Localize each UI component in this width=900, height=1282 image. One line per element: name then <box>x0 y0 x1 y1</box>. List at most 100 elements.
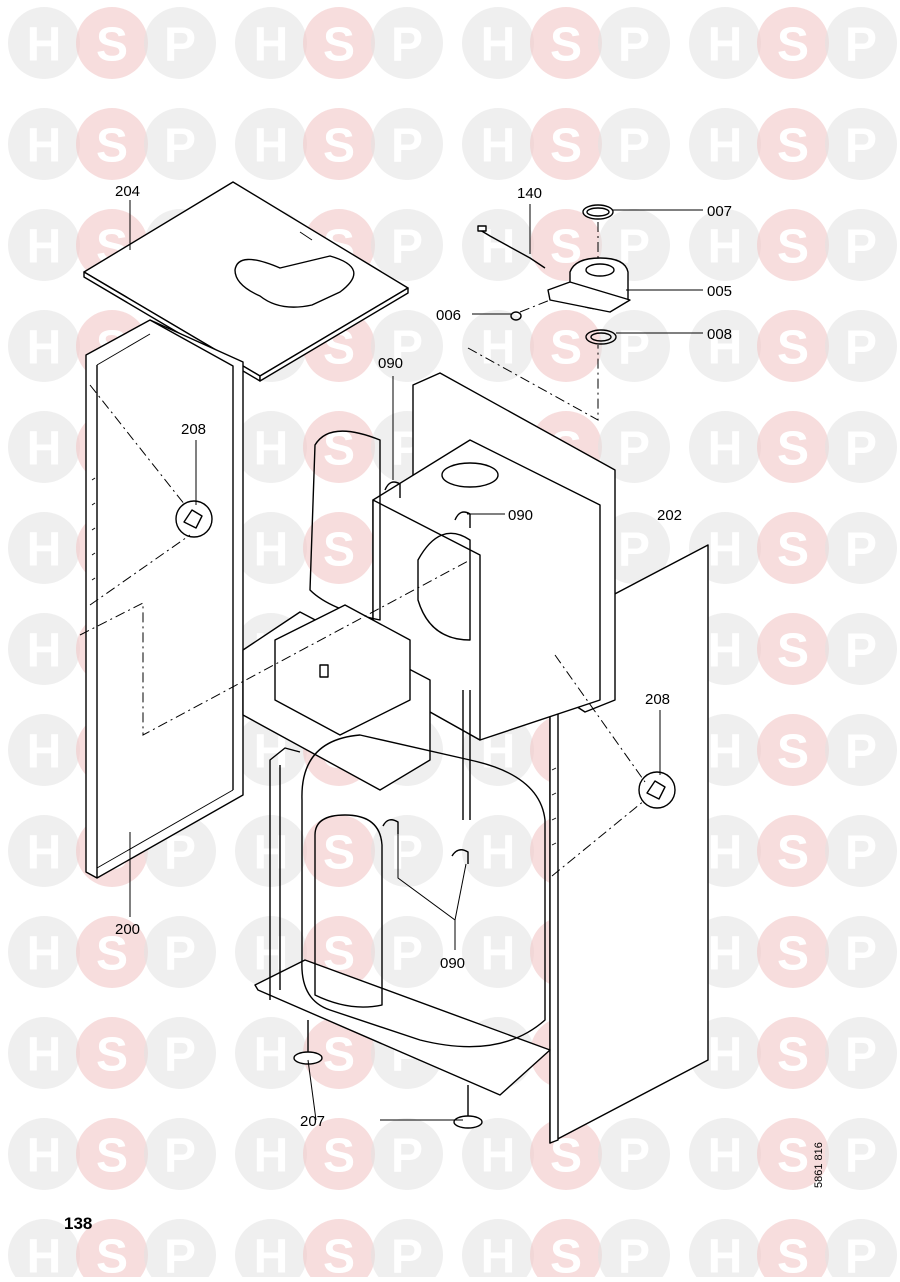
watermark-letter: P <box>391 120 423 173</box>
watermark-letter: H <box>481 120 516 173</box>
watermark-circle <box>598 512 670 584</box>
watermark-letter: P <box>164 19 196 72</box>
watermark-circle <box>598 7 670 79</box>
watermark-letter: H <box>27 19 62 72</box>
watermark-letter: H <box>481 928 516 981</box>
watermark-circle <box>303 7 375 79</box>
callout-204: 204 <box>115 183 140 200</box>
watermark-circle <box>530 310 602 382</box>
watermark-circle <box>598 310 670 382</box>
watermark-letter: P <box>845 726 877 779</box>
watermark-letter: S <box>96 1029 128 1082</box>
watermark-circle <box>303 1017 375 1089</box>
watermark-letter: H <box>254 423 289 476</box>
callout-006: 006 <box>436 307 461 324</box>
watermark-letter: S <box>777 19 809 72</box>
watermark-circle <box>76 1219 148 1282</box>
watermark-letter: P <box>618 19 650 72</box>
watermark-letter: P <box>391 221 423 274</box>
watermark-circle <box>8 7 80 79</box>
watermark-circle <box>530 108 602 180</box>
watermark-circle <box>825 108 897 180</box>
callout-labels: 204 140 007 005 006 008 090 090 090 208 … <box>115 183 732 1130</box>
watermark-circle <box>144 1017 216 1089</box>
watermark-letter: S <box>323 423 355 476</box>
watermark-circle <box>235 411 307 483</box>
watermark-circle <box>235 7 307 79</box>
watermark-circle <box>76 1118 148 1190</box>
watermark-letter: H <box>254 19 289 72</box>
watermark-circle <box>462 1219 534 1282</box>
watermark-circle <box>8 108 80 180</box>
watermark-circle <box>825 916 897 988</box>
callout-208-left: 208 <box>181 421 206 438</box>
watermark-letter: P <box>845 322 877 375</box>
watermark-circle <box>235 1118 307 1190</box>
watermark-circle <box>76 916 148 988</box>
watermark-circle <box>371 7 443 79</box>
watermark-letter: S <box>777 221 809 274</box>
watermark-circle <box>825 209 897 281</box>
watermark-circle <box>825 714 897 786</box>
callout-090-middle: 090 <box>508 507 533 524</box>
watermark-letter: S <box>323 1231 355 1278</box>
watermark-circle <box>825 7 897 79</box>
watermark-letter: H <box>481 1130 516 1183</box>
watermark-circle <box>689 1118 761 1190</box>
watermark-circle <box>598 1219 670 1282</box>
watermark-letter: P <box>391 1231 423 1278</box>
callout-leaders <box>129 200 703 1121</box>
watermark-letter: P <box>391 928 423 981</box>
watermark-circle <box>8 1219 80 1282</box>
watermark-letter: S <box>96 928 128 981</box>
watermark-letter: S <box>323 120 355 173</box>
watermark-letter: S <box>777 1231 809 1278</box>
watermark-letter: H <box>708 1029 743 1082</box>
watermark-circle <box>371 916 443 988</box>
watermark-letter: S <box>777 1029 809 1082</box>
watermark-letter: H <box>708 120 743 173</box>
watermark-letter: P <box>391 1130 423 1183</box>
watermark-circle <box>530 7 602 79</box>
watermark-letter: P <box>845 19 877 72</box>
callout-005: 005 <box>707 283 732 300</box>
watermark-circle <box>462 916 534 988</box>
watermark-letter: P <box>391 827 423 880</box>
watermark-letter: P <box>845 423 877 476</box>
watermark-letter: H <box>27 120 62 173</box>
watermark-circle <box>825 512 897 584</box>
watermark-circle <box>235 108 307 180</box>
watermark-letter: P <box>845 928 877 981</box>
watermark-circle <box>8 512 80 584</box>
watermark-letter: P <box>618 423 650 476</box>
watermark-circle <box>757 108 829 180</box>
watermark-letter: H <box>27 322 62 375</box>
watermark-letter: P <box>845 1130 877 1183</box>
callout-202: 202 <box>657 507 682 524</box>
watermark-letter: H <box>254 1231 289 1278</box>
flue-adaptor-assembly <box>477 204 631 345</box>
watermark-letter: S <box>777 928 809 981</box>
watermark-letter: H <box>708 423 743 476</box>
watermark-circle <box>825 1017 897 1089</box>
watermark-circle <box>689 310 761 382</box>
left-side-panel-200 <box>85 319 244 879</box>
watermark-circle <box>371 108 443 180</box>
watermark-letter: P <box>164 928 196 981</box>
watermark-circle <box>757 512 829 584</box>
watermark-letter: S <box>96 1231 128 1278</box>
callout-090-top: 090 <box>378 355 403 372</box>
watermark-letter: S <box>777 827 809 880</box>
watermark-circle <box>825 411 897 483</box>
document-code: 5861 816 <box>813 1142 825 1188</box>
watermark-circle <box>462 310 534 382</box>
callout-008: 008 <box>707 326 732 343</box>
watermark-letter: P <box>618 1231 650 1278</box>
watermark-letter: P <box>845 1029 877 1082</box>
watermark-circle <box>598 1118 670 1190</box>
watermark-letter: S <box>550 1231 582 1278</box>
watermark-circle <box>757 714 829 786</box>
watermark-circle <box>462 1118 534 1190</box>
watermark-letter: H <box>708 1130 743 1183</box>
watermark-letter: S <box>96 120 128 173</box>
